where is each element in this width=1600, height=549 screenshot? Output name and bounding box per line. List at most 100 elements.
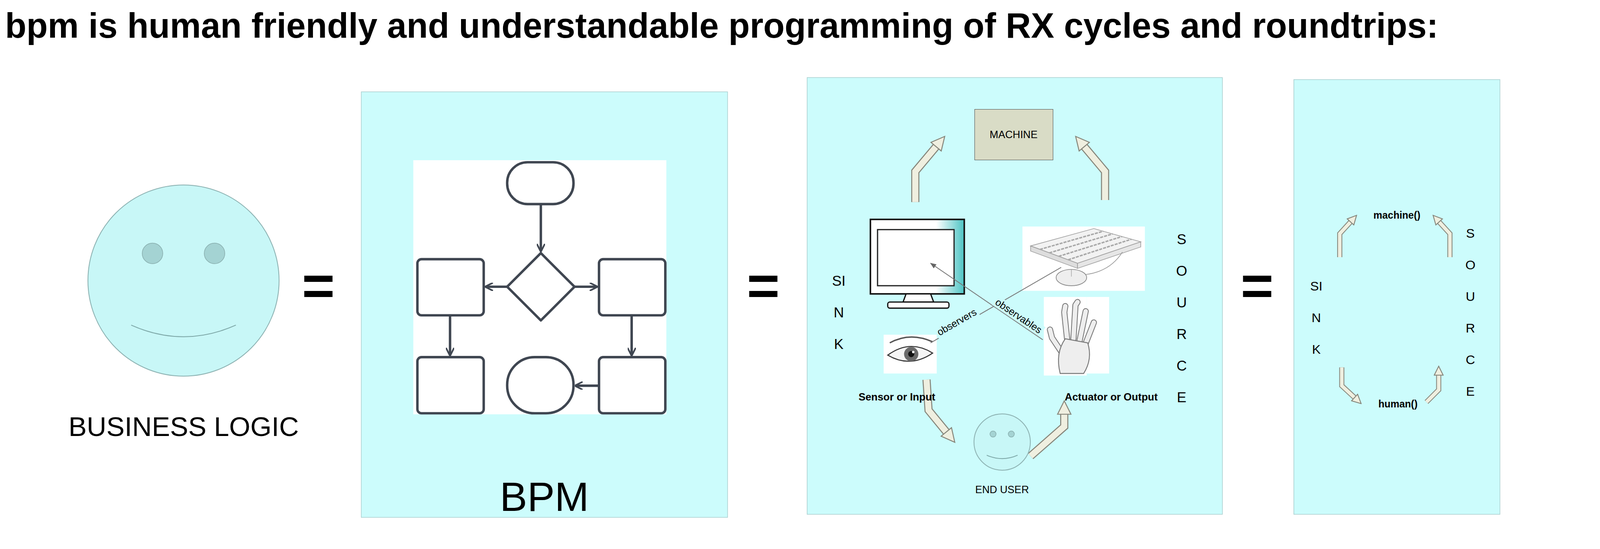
cycle-arrow — [915, 145, 1450, 456]
sink-letters: SINK — [1309, 270, 1323, 365]
cycle-arrow — [1438, 221, 1450, 257]
cycle-arrow — [926, 379, 947, 433]
eye-picture — [887, 346, 933, 362]
panel-ground — [1293, 79, 1500, 515]
cycle-arrow — [1339, 221, 1352, 257]
monitor-picture — [877, 229, 955, 286]
hand-picture — [1073, 302, 1078, 339]
bpm-panel: BPM — [361, 91, 728, 518]
flowchart-figure — [539, 203, 543, 251]
cycle-arrow — [1083, 145, 1105, 200]
monitor-picture — [887, 302, 949, 309]
smiley-face — [204, 243, 225, 264]
observation-line — [930, 267, 1062, 343]
end-user-label: END USER — [975, 483, 1030, 497]
keyboard-picture — [1056, 269, 1088, 286]
eye-picture — [912, 350, 915, 354]
flowchart-figure — [507, 357, 574, 414]
flowchart-figure — [417, 162, 666, 414]
smiley-face — [1008, 430, 1015, 437]
flowchart-figure — [485, 285, 507, 288]
flowchart-figure — [599, 357, 666, 414]
smiley-face — [990, 430, 997, 437]
eye-picture — [903, 346, 919, 362]
diagram-title: bpm is human friendly and understandable… — [5, 5, 1439, 46]
cycle-arrow — [1083, 145, 1105, 200]
machine-box: MACHINE — [974, 109, 1054, 161]
function-panel: SINK SOURCE — [1293, 79, 1500, 515]
keyboard-picture — [1030, 228, 1142, 264]
hand-picture — [1073, 302, 1078, 339]
flowchart-figure — [448, 315, 452, 355]
cycle-arrow — [926, 379, 947, 433]
smiley-face — [86, 183, 281, 378]
smiley-face — [131, 325, 236, 337]
keyboard-picture — [1067, 238, 1132, 260]
sensor-label: Sensor or Input — [858, 390, 936, 404]
hand-picture — [1064, 306, 1068, 341]
flowchart-figure — [417, 259, 484, 316]
cycle-arrow — [915, 145, 1105, 456]
human-function-label: human() — [1378, 398, 1418, 410]
observation-line — [930, 263, 1062, 343]
cycle-arrow — [1341, 367, 1356, 398]
business-logic-face: BUSINESS LOGIC — [86, 183, 281, 378]
flowchart-figure — [507, 162, 574, 205]
cycle-arrow — [1426, 374, 1439, 403]
cycle-arrow — [1030, 413, 1065, 457]
smiley-face — [87, 184, 280, 377]
source-letters: SOURCE — [1464, 217, 1478, 407]
end-user-face: END USER — [973, 413, 1031, 471]
smiley-face — [974, 413, 1031, 471]
cycle-arrow — [1426, 374, 1439, 403]
hand-picture — [1043, 296, 1110, 376]
cycle-arrow — [1339, 221, 1451, 402]
keyboard-picture — [1039, 231, 1132, 260]
cycle-arrow — [1339, 221, 1451, 402]
keyboard-picture — [1058, 236, 1123, 257]
cycle-arrow — [1030, 413, 1065, 457]
observation-line — [930, 263, 1043, 340]
monitor-picture — [870, 219, 965, 309]
keyboard-picture — [1030, 245, 1078, 269]
sink-letters: SINK — [831, 264, 846, 360]
equals-sign: = — [301, 253, 335, 319]
equals-sign: = — [746, 253, 780, 319]
cycle-arrow — [915, 145, 937, 203]
equals-sign: = — [1240, 253, 1274, 319]
flowchart-figure — [574, 285, 597, 288]
cycle-arrow — [915, 145, 937, 203]
machine-function-label: machine() — [1373, 209, 1421, 221]
machine-label: MACHINE — [989, 128, 1038, 141]
eye-picture — [883, 334, 937, 374]
flowchart-figure — [413, 160, 667, 415]
panel-ground — [806, 77, 1223, 515]
hand-picture — [1079, 311, 1086, 341]
cycle-arrow — [1341, 367, 1356, 398]
bpm-label: BPM — [500, 473, 590, 521]
eye-picture — [883, 334, 937, 374]
keyboard-picture — [1022, 226, 1146, 291]
smiley-face — [142, 243, 163, 264]
keyboard-picture — [1070, 269, 1072, 277]
cycle-arrow — [915, 145, 1105, 456]
flowchart-figure — [417, 357, 484, 414]
monitor-picture — [870, 219, 965, 294]
hand-picture — [1079, 311, 1086, 341]
flowchart-figure — [507, 253, 575, 321]
hand-picture — [1058, 338, 1090, 374]
flowchart-figure — [575, 384, 599, 388]
smiley-face — [986, 454, 1018, 459]
cycle-arrow — [1339, 221, 1352, 257]
keyboard-picture — [1022, 226, 1146, 291]
panel-ground — [361, 77, 1500, 518]
smiley-face — [973, 413, 1031, 471]
cycle-arrow — [1438, 221, 1450, 257]
flowchart-figure — [630, 315, 633, 355]
source-letters: SOURCE — [1174, 223, 1189, 413]
flowchart-figure — [450, 203, 633, 386]
panel-ground — [361, 91, 728, 518]
eye-picture — [908, 351, 915, 358]
flowchart-figure — [413, 160, 667, 415]
